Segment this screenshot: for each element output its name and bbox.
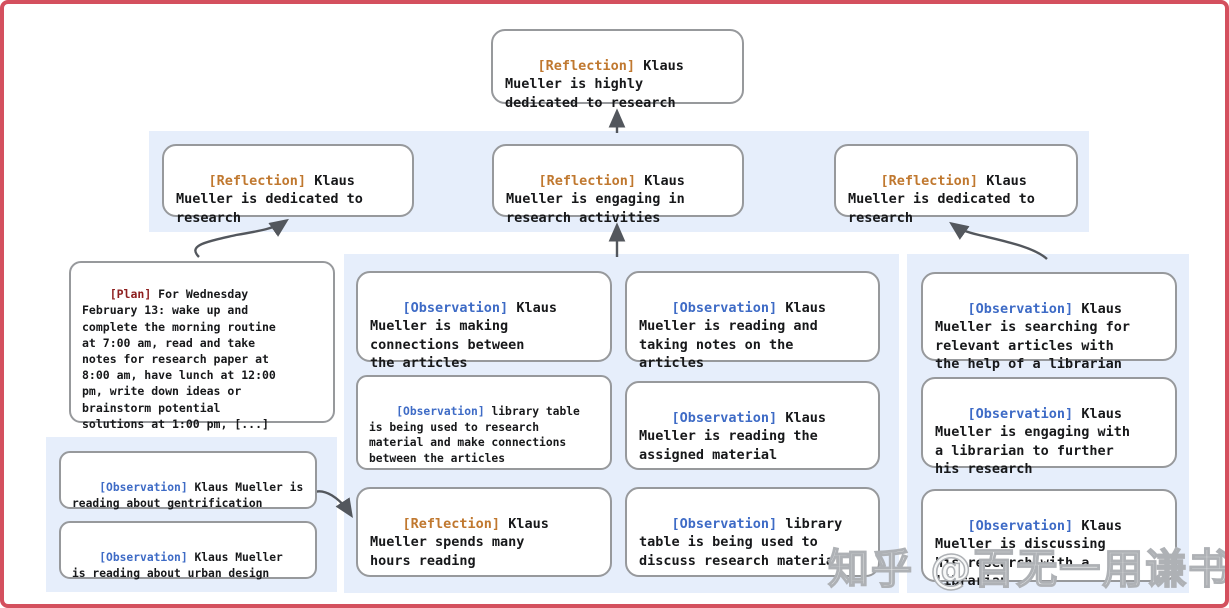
observation-tag: [Observation]	[402, 299, 509, 316]
node-obs-assigned-material: [Observation] Klaus Mueller is reading t…	[625, 381, 880, 470]
watermark: 知乎 @百无一用谦书生	[827, 544, 1229, 594]
observation-tag: [Observation]	[671, 299, 778, 316]
reflection-tag: [Reflection]	[402, 515, 501, 532]
node-obs-library-research: [Observation] library table is being use…	[356, 375, 612, 470]
node-text: Klaus Mueller is dedicated to research	[848, 172, 1035, 226]
node-text: Klaus Mueller is searching for relevant …	[935, 300, 1131, 373]
node-reflection-right: [Reflection] Klaus Mueller is dedicated …	[834, 144, 1078, 226]
reflection-tag: [Reflection]	[208, 172, 307, 189]
node-text: Klaus Mueller is discussing his research…	[935, 517, 1122, 590]
node-obs-connections: [Observation] Klaus Mueller is making co…	[356, 271, 612, 371]
observation-tag: [Observation]	[99, 480, 188, 494]
node-text: For Wednesday February 13: wake up and c…	[82, 287, 276, 431]
node-plan: [Plan] For Wednesday February 13: wake u…	[69, 261, 335, 431]
node-root-reflection: [Reflection] Klaus Mueller is highly ded…	[491, 29, 744, 111]
node-text: Klaus Mueller is highly dedicated to res…	[505, 57, 684, 111]
observation-tag: [Observation]	[967, 517, 1074, 534]
node-text: Klaus Mueller is making connections betw…	[370, 299, 557, 372]
observation-tag: [Observation]	[967, 405, 1074, 422]
reflection-tag: [Reflection]	[537, 57, 636, 74]
node-obs-engaging-librarian: [Observation] Klaus Mueller is engaging …	[921, 377, 1177, 477]
node-obs-taking-notes: [Observation] Klaus Mueller is reading a…	[625, 271, 880, 371]
node-text: Klaus Mueller is reading about urban des…	[72, 550, 283, 580]
node-text: Klaus Mueller is dedicated to research	[176, 172, 363, 226]
observation-tag: [Observation]	[671, 409, 778, 426]
node-obs-library-discuss: [Observation] library table is being use…	[625, 487, 880, 577]
observation-tag: [Observation]	[99, 550, 188, 564]
node-obs-searching-articles: [Observation] Klaus Mueller is searching…	[921, 272, 1177, 372]
node-text: Klaus Mueller is reading and taking note…	[639, 299, 826, 372]
node-reflection-hours: [Reflection] Klaus Mueller spends many h…	[356, 487, 612, 577]
node-reflection-left: [Reflection] Klaus Mueller is dedicated …	[162, 144, 414, 226]
node-text: library table is being used to discuss r…	[639, 515, 843, 569]
observation-tag: [Observation]	[671, 515, 778, 532]
node-obs-urban-design: [Observation] Klaus Mueller is reading a…	[59, 521, 317, 580]
node-reflection-mid: [Reflection] Klaus Mueller is engaging i…	[492, 144, 744, 226]
node-text: library table is being used to research …	[369, 404, 580, 466]
node-obs-gentrification: [Observation] Klaus Mueller is reading a…	[59, 451, 317, 510]
node-text: Klaus Mueller is engaging in research ac…	[506, 172, 685, 226]
node-text: Klaus Mueller is reading about gentrific…	[72, 480, 304, 510]
node-obs-discussing-research: [Observation] Klaus Mueller is discussin…	[921, 489, 1177, 589]
node-text: Klaus Mueller spends many hours reading	[370, 515, 549, 569]
plan-tag: [Plan]	[109, 287, 152, 302]
node-text: Klaus Mueller is reading the assigned ma…	[639, 409, 826, 463]
observation-tag: [Observation]	[967, 300, 1074, 317]
observation-tag: [Observation]	[396, 404, 485, 418]
node-text: Klaus Mueller is engaging with a librari…	[935, 405, 1131, 478]
reflection-tag: [Reflection]	[538, 172, 637, 189]
reflection-tag: [Reflection]	[880, 172, 979, 189]
